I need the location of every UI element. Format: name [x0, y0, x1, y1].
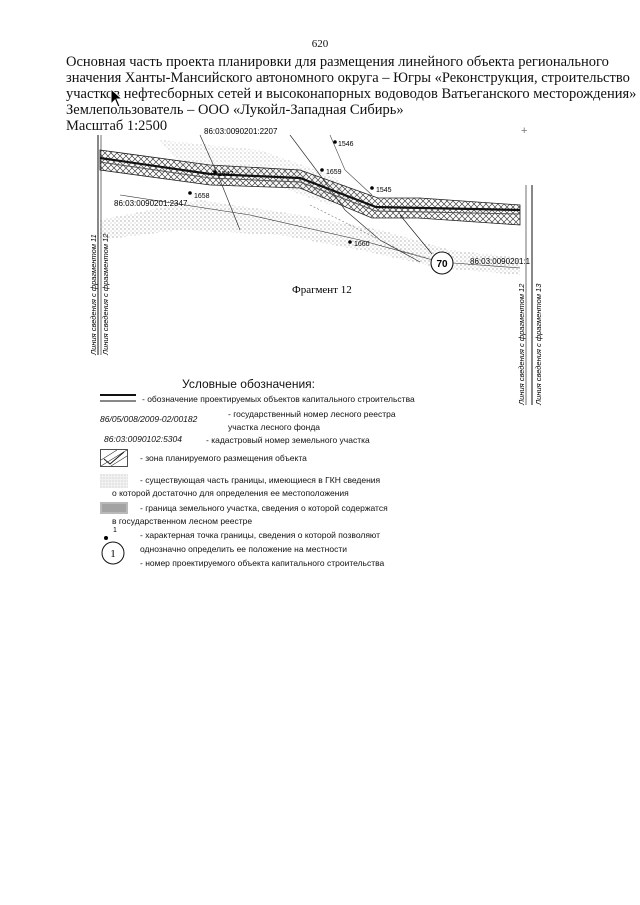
legend-item-object-number: - номер проектируемого объекта капитальн… [140, 558, 385, 568]
legend-zone-symbol [100, 449, 128, 467]
pipeline-line [99, 156, 521, 212]
parcel-boundary [199, 134, 241, 231]
boundary-point [213, 170, 217, 174]
boundary-point [348, 240, 352, 244]
point-label: 1547 [218, 171, 234, 178]
legend-title: Условные обозначения: [182, 377, 315, 391]
parcel-boundary-4 [329, 134, 373, 196]
cadastral-label-top: 86:03:0090201:2207 [204, 127, 278, 136]
legend-pipeline-symbol [100, 394, 136, 402]
map-fragment: 1546 1547 1659 1658 1545 1660 86:03:0090… [89, 125, 543, 406]
legend-boundary-symbol [100, 474, 128, 488]
document-heading: Основная часть проекта планировки для ра… [66, 54, 636, 134]
parcel-boundary-3 [119, 194, 521, 269]
heading-line-2: значения Ханты-Мансийского автономного о… [66, 70, 630, 86]
heading-line-5: Масштаб 1:2500 [66, 118, 168, 134]
forest-area [100, 200, 520, 275]
cadastral-label-right: 86:03:0090201:1 [470, 257, 531, 266]
point-label: 1545 [376, 187, 392, 194]
legend-item-point-2: однозначно определить ее положение на ме… [140, 544, 347, 554]
legend-item-point: - характерная точка границы, сведения о … [140, 530, 381, 540]
legend-item-cadastral: - кадастровый номер земельного участка [206, 435, 370, 445]
pipeline-line-inner [99, 161, 521, 215]
legend-item-boundary: - существующая часть границы, имеющиеся … [140, 475, 381, 485]
boundary-point [370, 186, 374, 190]
boundary-point [333, 140, 337, 144]
boundary-point [320, 168, 324, 172]
page-number: 620 [311, 38, 329, 50]
point-label: 1660 [354, 241, 370, 248]
mouse-cursor-icon [110, 88, 124, 108]
heading-line-4: Землепользователь – ООО «Лукойл-Западная… [66, 102, 404, 118]
legend-object-number-symbol: 1 [101, 541, 125, 565]
legend-sample-cadastral: 86:03:0090102:5304 [104, 434, 182, 444]
junction-label-left-2: Линия сведения с фрагментом 12 [101, 233, 110, 356]
svg-text:1: 1 [113, 527, 117, 534]
object-number: 70 [436, 259, 448, 270]
legend-item-forest-boundary: - граница земельного участка, сведения о… [140, 503, 388, 513]
legend-forest-boundary-symbol [100, 502, 128, 514]
point-label: 1546 [338, 141, 354, 148]
legend-item-forest-number-2: участка лесного фонда [228, 422, 321, 432]
object-number-circle [430, 251, 454, 275]
point-label: 1659 [326, 169, 342, 176]
plus-marker: + [521, 125, 527, 137]
parcel-boundary-2 [289, 134, 421, 263]
point-label: 1658 [194, 193, 210, 200]
heading-line-3: участков нефтесборных сетей и высоконапо… [66, 86, 637, 102]
road-line [309, 204, 441, 263]
legend-item-boundary-2: о которой достаточно для определения ее … [112, 488, 349, 498]
legend-item-forest-boundary-2: в государственном лесном реестре [112, 516, 253, 526]
legend-item-zone: - зона планируемого размещения объекта [140, 453, 307, 463]
junction-label-right-1: Линия сведения с фрагментом 12 [517, 283, 526, 406]
cadastral-label-left: 86:03:0090201:2347 [114, 199, 188, 208]
legend-item-forest-number: - государственный номер лесного реестра [228, 409, 396, 419]
legend-sample-forest-number: 86/05/008/2009-02/00182 [100, 414, 198, 424]
junction-label-left-1: Линия сведения с фрагментом 11 [89, 234, 98, 356]
fragment-title: Фрагмент 12 [292, 284, 352, 296]
legend-object-number-sample: 1 [110, 548, 116, 560]
boundary-point [188, 191, 192, 195]
heading-line-1: Основная часть проекта планировки для ра… [66, 54, 609, 70]
planned-zone [99, 149, 521, 226]
legend-point-symbol: 1 [104, 527, 117, 540]
junction-label-right-2: Линия сведения с фрагментом 13 [534, 283, 543, 406]
object-leader [399, 214, 433, 255]
legend-item-pipeline: - обозначение проектируемых объектов кап… [142, 394, 415, 404]
